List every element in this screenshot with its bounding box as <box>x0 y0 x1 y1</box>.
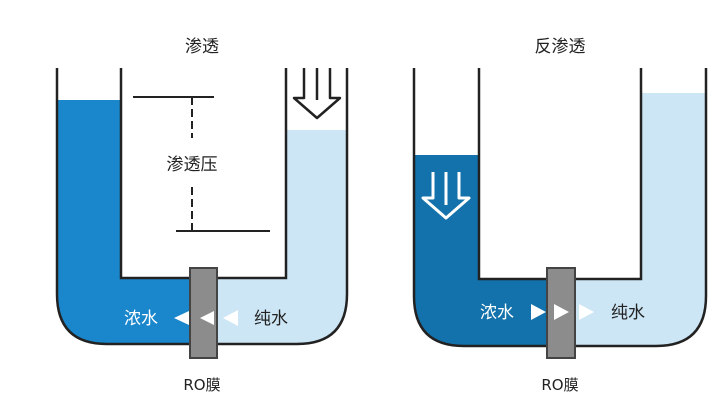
ro-flow-arrow-3 <box>579 304 594 320</box>
ro-flow-arrow-2 <box>554 304 569 320</box>
osmosis-concentrated-label: 浓水 <box>124 309 158 329</box>
osmosis-flow-arrow-3 <box>223 310 238 326</box>
osmosis-panel: 渗透 渗透压 浓水 纯水 RO膜 <box>55 37 349 394</box>
osmosis-title: 渗透 <box>185 37 219 57</box>
ro-down-arrow-icon <box>421 172 471 220</box>
osmosis-concentrated-water <box>57 100 204 344</box>
ro-inner-outline <box>477 68 643 281</box>
osmosis-membrane-label: RO膜 <box>183 376 220 394</box>
osmosis-pressure-label: 渗透压 <box>167 155 218 175</box>
osmosis-pure-water <box>204 130 347 344</box>
ro-concentrated-water <box>414 155 561 346</box>
osmosis-pure-label: 纯水 <box>254 309 288 329</box>
osmosis-flow-arrow-2 <box>200 311 214 325</box>
ro-membrane-label: RO膜 <box>541 376 578 394</box>
ro-concentrated-label: 浓水 <box>480 303 514 323</box>
osmosis-pressure-indicator <box>133 96 270 232</box>
ro-title: 反渗透 <box>535 37 586 57</box>
ro-pure-label: 纯水 <box>611 303 645 323</box>
osmosis-flow-arrow-1 <box>174 311 189 325</box>
ro-flow-arrow-1 <box>531 304 546 320</box>
ro-pure-water <box>561 93 706 346</box>
reverse-osmosis-panel: 反渗透 浓水 纯水 RO膜 <box>412 37 708 394</box>
